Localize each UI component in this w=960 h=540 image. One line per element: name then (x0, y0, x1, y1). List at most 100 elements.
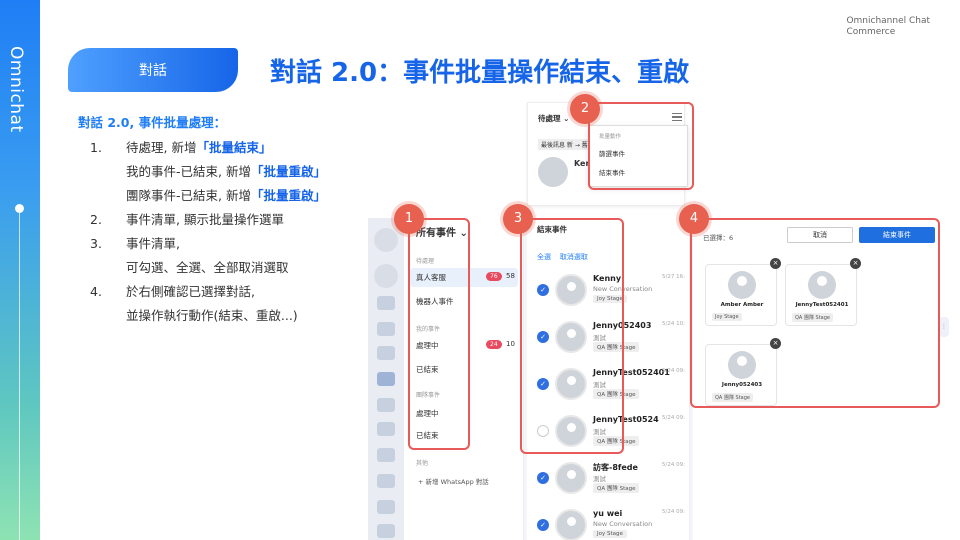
nav-item-mine-closed[interactable]: 已結束 (416, 365, 439, 374)
add-whatsapp-button[interactable]: + 新增 WhatsApp 對話 (418, 478, 489, 486)
conversation-preview: 測試 (593, 334, 606, 342)
nav-count: 58 (506, 272, 515, 280)
conversation-preview: 測試 (593, 381, 606, 389)
popup-header[interactable]: 待處理 ⌄ (538, 114, 570, 123)
list-item: 團隊事件-已結束, 新增「批量重啟」 (90, 188, 370, 212)
list-text: 團隊事件-已結束, 新增 (126, 188, 251, 203)
checkbox[interactable]: ✓ (537, 378, 549, 390)
chat-icon (377, 346, 395, 360)
avatar (555, 274, 587, 306)
brand-line-2: Commerce (846, 27, 896, 37)
send-icon (377, 448, 395, 462)
avatar (555, 321, 587, 353)
nav-item-label: 真人客服 (416, 273, 446, 282)
list-header: 結束事件 (537, 225, 567, 234)
stage-tag: QA 團隊 Stage (593, 483, 640, 493)
list-text: 可勾選、全選、全部取消選取 (126, 260, 289, 275)
conversation-name: JennyTest052401 (593, 368, 670, 377)
checkbox[interactable]: ✓ (537, 519, 549, 531)
bulk-action-menu: 批量動作 篩選事件 結束事件 (588, 125, 688, 187)
timestamp: 5/24 09: (662, 415, 685, 421)
hamburger-menu-icon[interactable] (672, 113, 682, 121)
remove-icon[interactable]: × (770, 258, 781, 269)
menu-item-filter[interactable]: 篩選事件 (599, 150, 625, 158)
stage-tag: QA 團隊 Stage (593, 436, 640, 446)
conversation-name: Kenny (593, 274, 622, 283)
checkbox[interactable]: ✓ (537, 331, 549, 343)
remove-icon[interactable]: × (850, 258, 861, 269)
stage-tag: QA 團隊 Stage (792, 313, 833, 322)
highlight-box-4 (690, 218, 940, 408)
section-tab: 對話 (68, 48, 238, 92)
highlight-box-3 (520, 218, 624, 454)
avatar (555, 509, 587, 540)
link-icon (377, 398, 395, 412)
nav-item-team-open[interactable]: 處理中 (416, 409, 439, 418)
list-item: 並操作執行動作(結束、重啟...) (90, 308, 370, 332)
card-name: JennyTest052401 (795, 302, 849, 308)
list-item: 1.待處理, 新增「批量結束」 (90, 140, 370, 164)
megaphone-icon (377, 524, 395, 538)
menu-item-end[interactable]: 結束事件 (599, 169, 625, 177)
omnichat-logo: Omnichat (6, 46, 26, 133)
top-brand-text: Omnichannel Chat Commerce (846, 16, 930, 38)
conversation-name: JennyTest0524 (593, 415, 659, 424)
deselect-all-link[interactable]: 取消選取 (559, 253, 588, 261)
selected-card: JennyTest052401 QA 團隊 Stage × (785, 258, 861, 326)
checkbox[interactable]: ✓ (537, 472, 549, 484)
step-marker-1: 1 (394, 204, 424, 234)
nav-group-other: 其他 (416, 460, 429, 467)
avatar (728, 271, 756, 299)
timeline-line (19, 210, 20, 540)
checkbox[interactable] (537, 425, 549, 437)
list-text: 事件清單, 顯示批量操作選單 (126, 212, 284, 227)
list-highlight: 「批量重啟」 (250, 188, 326, 203)
list-highlight: 「批量結束」 (196, 140, 272, 155)
conversation-preview: 測試 (593, 475, 606, 483)
nav-title[interactable]: 所有事件 ⌄ (416, 228, 468, 239)
card-name: Amber Amber (720, 302, 764, 308)
checkbox[interactable]: ✓ (537, 284, 549, 296)
list-text: 並操作執行動作(結束、重啟...) (126, 308, 298, 323)
list-highlight: 「批量重啟」 (250, 164, 326, 179)
select-links: 全選 取消選取 (537, 252, 588, 262)
list-item: 4.於右側確認已選擇對話, (90, 284, 370, 308)
nav-group-mine: 我的事件 (416, 326, 441, 333)
list-item: 可勾選、全選、全部取消選取 (90, 260, 370, 284)
list-text: 待處理, 新增 (126, 140, 197, 155)
page-title: 對話 2.0：事件批量操作結束、重啟 (270, 58, 690, 88)
stage-tag: Joy Stage (593, 530, 627, 538)
nav-item-team-closed[interactable]: 已結束 (416, 431, 439, 440)
timestamp: 5/27 16: (662, 274, 685, 280)
menu-icon (377, 296, 395, 310)
brand-sidebar: Omnichat (0, 0, 40, 540)
highlight-box-2 (588, 102, 694, 190)
conversation-icon (377, 372, 395, 386)
highlight-box-1 (408, 218, 470, 450)
feature-list: 1.待處理, 新增「批量結束」我的事件-已結束, 新增「批量重啟」團隊事件-已結… (90, 140, 370, 332)
avatar (555, 368, 587, 400)
drag-handle[interactable]: ⋮ (939, 317, 949, 337)
remove-icon[interactable]: × (770, 338, 781, 349)
select-all-link[interactable]: 全選 (537, 253, 551, 261)
nav-group-pending: 待處理 (416, 258, 435, 265)
list-number: 3. (90, 236, 102, 251)
unread-badge: 76 (486, 272, 502, 281)
list-number: 4. (90, 284, 102, 299)
end-event-button[interactable]: 結束事件 (859, 227, 935, 243)
user-avatar (374, 264, 398, 288)
nav-item-mine-open[interactable]: 處理中 (416, 341, 439, 350)
nav-item-bot[interactable]: 機器人事件 (416, 297, 454, 306)
app-icon-bar (368, 218, 404, 540)
cancel-button[interactable]: 取消 (787, 227, 853, 243)
sort-filter[interactable]: 最後訊息 新 → 舊 (538, 139, 591, 150)
avatar (555, 415, 587, 447)
step-marker-4: 4 (679, 204, 709, 234)
